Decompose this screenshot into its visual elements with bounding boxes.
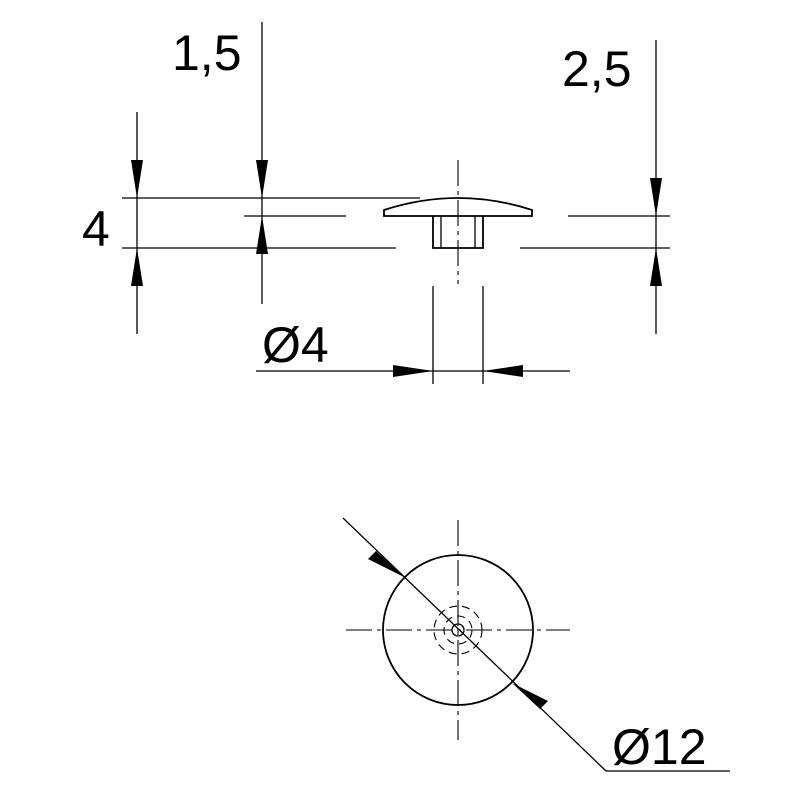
arrow-down bbox=[131, 160, 143, 198]
dim-shank-length: 2,5 bbox=[562, 40, 662, 334]
dim-line-diagonal bbox=[342, 517, 607, 772]
arrow-right bbox=[393, 365, 433, 377]
dim-cap-thickness-label: 1,5 bbox=[172, 25, 242, 81]
dim-shank-length-label: 2,5 bbox=[562, 41, 632, 97]
arrow-in-bottom bbox=[512, 683, 548, 709]
arrow-up bbox=[650, 248, 662, 286]
arrow-down bbox=[256, 160, 268, 198]
dim-total-height-label: 4 bbox=[82, 201, 110, 257]
dim-head-diameter: Ø12 bbox=[342, 517, 730, 775]
cap-head-outline bbox=[382, 554, 534, 706]
side-view: 4 1,5 2,5 Ø4 bbox=[82, 22, 670, 384]
arrow-in-top bbox=[368, 551, 404, 577]
dim-shank-diameter-label: Ø4 bbox=[262, 317, 329, 373]
shank-hidden-inner bbox=[443, 615, 473, 645]
dim-total-height: 4 bbox=[82, 112, 143, 334]
shank-core bbox=[451, 623, 465, 637]
top-view: Ø12 bbox=[342, 517, 730, 775]
dim-shank-diameter: Ø4 bbox=[256, 286, 570, 384]
arrow-up bbox=[131, 248, 143, 286]
arrow-up bbox=[256, 216, 268, 254]
dim-head-diameter-label: Ø12 bbox=[612, 719, 707, 775]
cap-head bbox=[383, 197, 533, 217]
arrow-down bbox=[650, 178, 662, 216]
arrow-left bbox=[483, 365, 523, 377]
dim-cap-thickness: 1,5 bbox=[172, 22, 268, 304]
shank-hidden-outer bbox=[433, 605, 483, 655]
cap-shank bbox=[432, 216, 484, 249]
